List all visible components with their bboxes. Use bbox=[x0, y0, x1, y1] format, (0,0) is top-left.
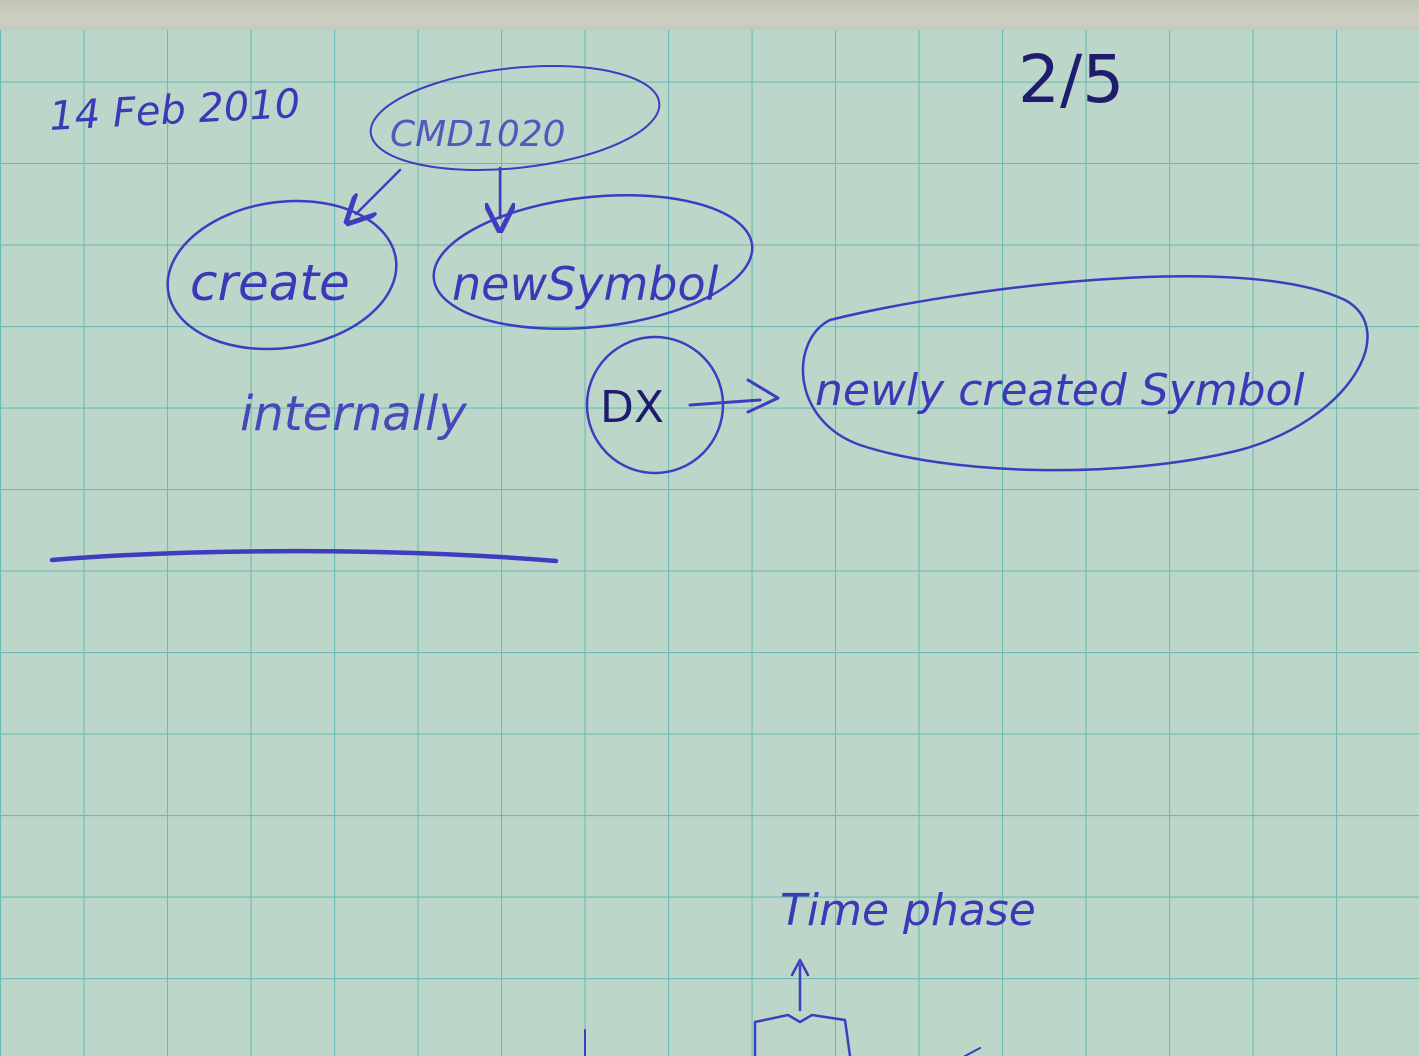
arrowhead-dx-to-newsymbol bbox=[746, 378, 780, 414]
create-node: create bbox=[166, 199, 398, 351]
bottom-partial-shape bbox=[753, 1013, 852, 1056]
cmd-node: CMD1020 bbox=[369, 65, 661, 171]
newsymbol-node-outline bbox=[432, 193, 754, 331]
arrow-cmd-to-create bbox=[356, 168, 402, 214]
newsymbol-node: newSymbol bbox=[432, 193, 754, 331]
separator-line bbox=[49, 548, 559, 564]
bottom-tick-right bbox=[964, 1047, 981, 1056]
newsymbol-node-label: newSymbol bbox=[452, 257, 719, 311]
fabric-background bbox=[0, 0, 1419, 34]
dx-node-label: DX bbox=[600, 382, 664, 433]
grid-lines bbox=[0, 30, 1419, 1056]
time-phase-marker-head bbox=[790, 958, 810, 977]
newly-created-node-outline bbox=[801, 275, 1369, 472]
arrow-dx-to-newsymbol bbox=[688, 398, 762, 407]
cmd-node-label: CMD1020 bbox=[390, 114, 566, 155]
newly-created-node: newly created Symbol bbox=[801, 275, 1369, 472]
dx-node-outline bbox=[585, 335, 725, 475]
create-node-label: create bbox=[190, 254, 350, 312]
internally-label: internally bbox=[240, 386, 467, 442]
create-node-outline bbox=[166, 199, 398, 351]
page-number: 2/5 bbox=[1018, 41, 1124, 118]
cmd-node-outline bbox=[369, 65, 661, 171]
dx-node: DX bbox=[585, 335, 725, 475]
time-phase-label: Time phase bbox=[780, 885, 1036, 936]
newly-created-node-label: newly created Symbol bbox=[815, 365, 1305, 416]
